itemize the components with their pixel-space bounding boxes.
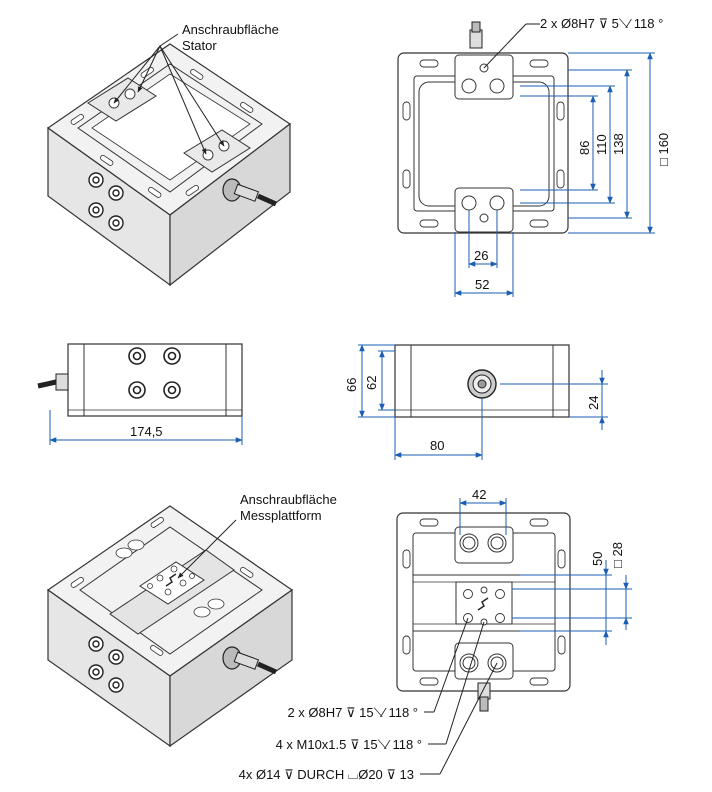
dim-26: 26 — [474, 248, 488, 263]
dim-42: 42 — [472, 487, 486, 502]
dim-86: 86 — [577, 141, 592, 155]
stator-hole-callout: 2 x Ø8H7 ⊽ 5⟍⁄ 118 ° — [540, 16, 663, 31]
plan-bottom-block — [454, 187, 514, 233]
dim-80: 80 — [430, 438, 444, 453]
dim-28: □ 28 — [610, 542, 625, 568]
dim-62: 62 — [364, 376, 379, 390]
spec-line-2: 4 x M10x1.5 ⊽ 15⟍⁄ 118 ° — [276, 737, 422, 752]
platform-label-line1: Anschraubfläche — [240, 492, 337, 507]
dim-24: 24 — [586, 396, 601, 410]
dim-160: □ 160 — [656, 133, 671, 166]
dim-52: 52 — [475, 277, 489, 292]
iso-cable-gland — [222, 178, 278, 207]
side-view: 174,5 — [37, 343, 243, 445]
iso2-cable-gland — [222, 646, 278, 675]
dim-174-5: 174,5 — [130, 424, 163, 439]
stator-label-line2: Stator — [182, 38, 217, 53]
stator-label-line1: Anschraubfläche — [182, 22, 279, 37]
spec-line-1: 2 x Ø8H7 ⊽ 15⟍⁄ 118 ° — [287, 705, 418, 720]
side-body — [67, 343, 243, 417]
iso2-connectors — [88, 636, 124, 693]
platform-label-line2: Messplattform — [240, 508, 322, 523]
plan-view-platform: 42 50 □ 28 2 x Ø8H7 ⊽ 15⟍⁄ 118 ° 4 x M10… — [239, 487, 632, 782]
spec-line-3: 4x Ø14 ⊽ DURCH ⌴Ø20 ⊽ 13 — [239, 767, 414, 782]
dim-50: 50 — [590, 552, 605, 566]
dim-110: 110 — [594, 134, 609, 155]
front-view: 66 62 80 24 — [344, 344, 608, 460]
stator-mount-block-2 — [183, 129, 251, 173]
front-connector — [467, 369, 497, 399]
iso-right-face — [169, 122, 291, 287]
plan-top-block — [454, 54, 514, 100]
iso-connectors — [88, 172, 124, 231]
iso-view-stator: Anschraubfläche Stator — [46, 22, 292, 287]
plan-view-stator: 2 x Ø8H7 ⊽ 5⟍⁄ 118 ° 86 110 138 □ 1 — [397, 16, 671, 297]
side-connectors — [128, 347, 181, 399]
dim-138: 138 — [611, 133, 626, 155]
iso-view-platform: Anschraubfläche Messplattform — [46, 492, 337, 748]
dim-66: 66 — [344, 378, 359, 392]
